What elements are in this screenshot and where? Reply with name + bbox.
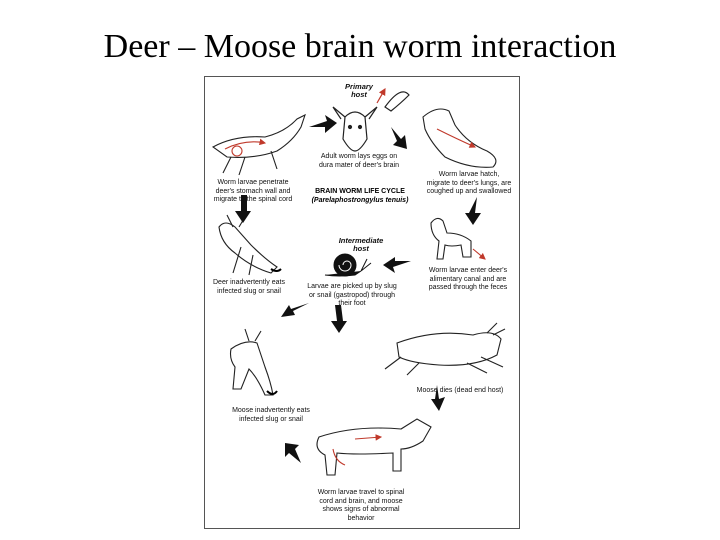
step-larvae-enter-canal: Worm larvae enter deer's alimentary cana… <box>428 267 508 291</box>
primary-host-label: Primary host <box>345 82 373 99</box>
arrow-top-left <box>309 115 337 133</box>
deer-grazing-illustration <box>218 214 282 276</box>
intermediate-host-label: Intermediate host <box>338 236 384 253</box>
arrow-bottom-left <box>285 443 301 463</box>
arrow-top-right <box>391 127 407 149</box>
life-cycle-figure: Primary host Adult worm lays eggs on dur… <box>204 76 520 529</box>
step-moose-eats: Moose inadvertently eats infected slug o… <box>232 407 310 423</box>
step-moose-dies: Moose dies (dead end host) <box>416 387 504 394</box>
step-deer-eats: Deer inadvertently eats infected slug or… <box>213 279 285 295</box>
life-cycle-drawing <box>211 87 506 476</box>
step-snail-pickup: Larvae are picked up by slug or snail (g… <box>307 283 397 307</box>
arrow-snail-to-moose <box>281 303 309 317</box>
deer-head-illustration <box>332 87 410 152</box>
step-adult-worm: Adult worm lays eggs on dura mater of de… <box>319 153 399 169</box>
arrow-right-down <box>465 197 481 225</box>
moose-dead-illustration <box>384 322 506 376</box>
deer-top-left-illustration <box>211 113 306 176</box>
slide-title: Deer – Moose brain worm interaction <box>103 28 617 65</box>
arrow-left-down <box>235 195 251 223</box>
heading-text: BRAIN WORM LIFE CYCLE <box>315 188 405 195</box>
fawn-illustration <box>430 217 486 260</box>
life-cycle-heading: BRAIN WORM LIFE CYCLE (Parelaphostrongyl… <box>305 187 415 205</box>
step-larvae-hatch: Worm larvae hatch, migrate to deer's lun… <box>426 171 512 195</box>
arrow-moose-dead <box>431 385 445 411</box>
arrow-snail-down <box>331 305 347 333</box>
species-name: (Parelaphostrongylus tenuis) <box>311 197 409 204</box>
cycle-arrows <box>235 115 481 463</box>
step-moose-larvae-travel: Worm larvae travel to spinal cord and br… <box>317 489 405 522</box>
step-larvae-penetrate: Worm larvae penetrate deer's stomach wal… <box>213 179 293 203</box>
deer-top-right-illustration <box>422 108 497 168</box>
snail-illustration <box>324 253 372 277</box>
moose-eating-illustration <box>229 328 278 396</box>
moose-walking-illustration <box>316 418 432 476</box>
arrow-right-left <box>383 257 411 273</box>
